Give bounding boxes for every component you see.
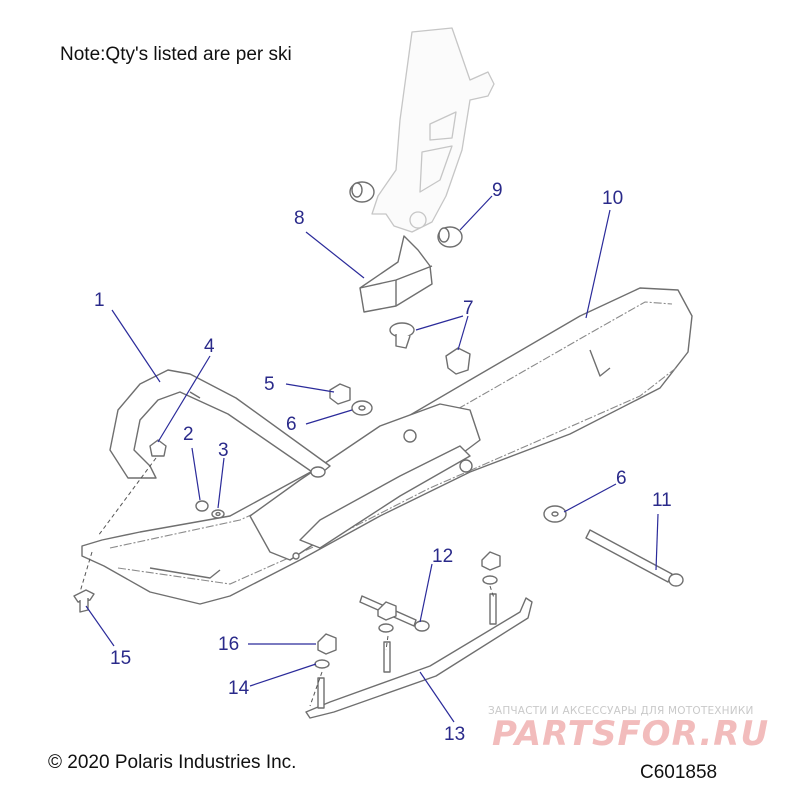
callout-1: 1 [94, 290, 105, 311]
callout-9: 9 [492, 180, 503, 201]
callout-11: 11 [652, 490, 672, 511]
watermark-brand: PARTSFOR.RU [492, 714, 770, 754]
spacer-block-part [359, 235, 433, 313]
spindle-part [371, 27, 495, 233]
washer-3-part [211, 509, 225, 519]
carbide-runner-part [305, 593, 533, 719]
copyright-text: © 2020 Polaris Industries Inc. [48, 752, 297, 773]
callout-13: 13 [444, 724, 465, 745]
callout-6-right: 6 [616, 468, 627, 489]
washer-6-part [351, 400, 567, 523]
bolt-5-part [329, 383, 351, 405]
handle-loop-part [109, 369, 331, 479]
screw-15-part [73, 589, 95, 613]
rivet-4-part [149, 439, 167, 457]
watermark-tagline: ЗАПЧАСТИ И АКСЕССУАРЫ ДЛЯ МОТОТЕХНИКИ [488, 705, 754, 717]
nut-2-part [195, 500, 209, 512]
callout-7: 7 [463, 298, 474, 319]
callout-3: 3 [218, 440, 229, 461]
callout-10: 10 [602, 188, 623, 209]
nuts-washers-runner-part [314, 551, 501, 669]
ski-body-part [81, 287, 693, 605]
callout-15: 15 [110, 648, 131, 669]
callout-8: 8 [294, 208, 305, 229]
callout-4: 4 [204, 336, 215, 357]
callout-16: 16 [218, 634, 239, 655]
figure-id: C601858 [640, 762, 718, 783]
callout-5: 5 [264, 374, 275, 395]
callout-14: 14 [228, 678, 250, 699]
bushing-part [349, 181, 463, 248]
callout-6: 6 [286, 414, 297, 435]
bolt-11-part [585, 529, 684, 587]
bolt-7-part [389, 322, 471, 375]
callout-12: 12 [432, 546, 453, 567]
callout-2: 2 [183, 424, 194, 445]
diagram-note: Note:Qty's listed are per ski [60, 44, 292, 65]
